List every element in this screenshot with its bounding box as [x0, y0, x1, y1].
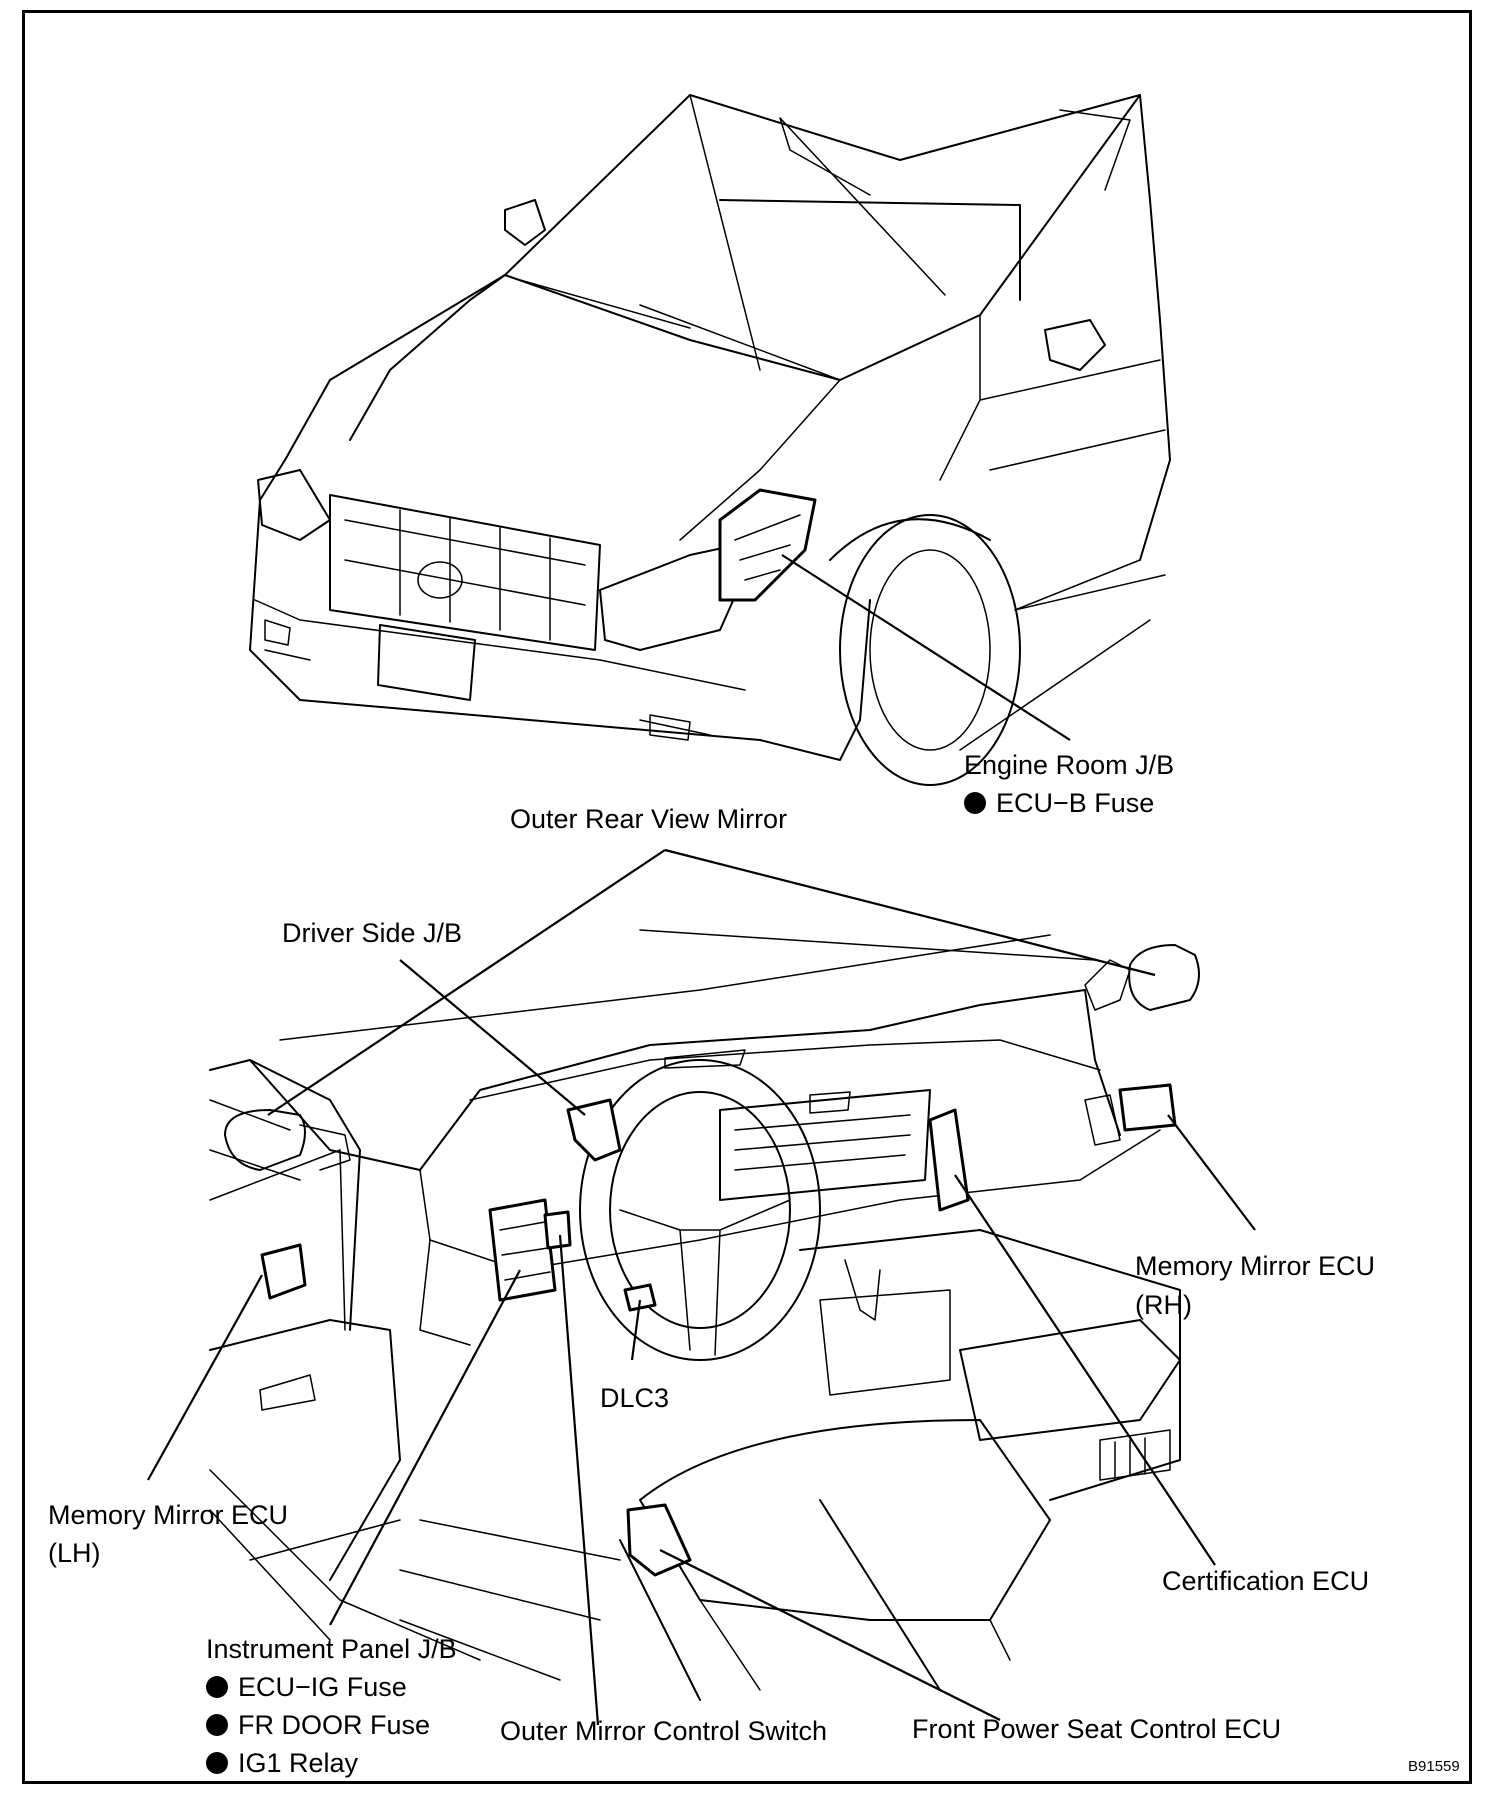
bullet-icon: [964, 792, 986, 814]
memory-mirror-ecu-lh-component: [260, 1243, 307, 1300]
leader-lines: [147, 554, 1256, 1726]
leader-engine-room-jb: [781, 554, 1071, 741]
label-driver-side-jb: Driver Side J/B: [282, 918, 463, 948]
label-memory-mirror-ecu-lh-side: (LH): [48, 1538, 101, 1568]
leader-dlc3: [630, 1299, 642, 1361]
leader-outer-mirror-switch: [558, 1234, 600, 1726]
label-certification-ecu: Certification ECU: [1162, 1566, 1370, 1596]
bullet-icon: [206, 1676, 228, 1698]
leader-driver-side-jb: [399, 959, 586, 1116]
leader-instrument-panel-jb: [329, 1269, 521, 1626]
label-memory-mirror-ecu-rh-side: (RH): [1135, 1290, 1192, 1320]
leader-memory-mirror-rh: [1167, 1114, 1256, 1231]
label-ecu-b-fuse: ECU−B Fuse: [996, 788, 1155, 818]
label-fr-door-fuse-row: FR DOOR Fuse: [206, 1712, 430, 1739]
label-engine-room-jb: Engine Room J/B: [964, 750, 1175, 780]
leader-front-power-seat-ecu: [659, 1549, 1001, 1721]
label-dlc3: DLC3: [600, 1383, 670, 1413]
label-fr-door-fuse: FR DOOR Fuse: [238, 1710, 431, 1740]
engine-room-jb-component: [718, 488, 817, 602]
leader-certification-ecu: [954, 1174, 1216, 1566]
label-front-power-seat-control-ecu: Front Power Seat Control ECU: [912, 1714, 1282, 1744]
certification-ecu-component: [928, 1108, 970, 1212]
label-ecu-ig-fuse-row: ECU−IG Fuse: [206, 1674, 407, 1701]
figure-code: B91559: [1408, 1758, 1460, 1775]
dlc3-component: [623, 1283, 657, 1312]
outer-mirror-control-switch-component: [543, 1210, 572, 1250]
driver-side-jb-component: [566, 1098, 622, 1162]
label-ecu-ig-fuse: ECU−IG Fuse: [238, 1672, 407, 1702]
figure-frame: [22, 10, 1472, 1784]
car-interior-drawing: [209, 929, 1200, 1701]
leader-memory-mirror-lh: [147, 1274, 263, 1481]
bullet-icon: [206, 1714, 228, 1736]
leader-mirror-right: [664, 848, 1156, 977]
label-instrument-panel-jb: Instrument Panel J/B: [206, 1634, 457, 1664]
car-exterior-drawing: [249, 94, 1171, 786]
front-power-seat-control-ecu-component: [626, 1503, 692, 1577]
label-ecu-b-fuse-row: ECU−B Fuse: [964, 790, 1154, 817]
instrument-panel-jb-component: [488, 1198, 557, 1302]
bullet-icon: [206, 1752, 228, 1774]
memory-mirror-ecu-rh-component: [1118, 1083, 1177, 1132]
label-ig1-relay: IG1 Relay: [238, 1748, 359, 1778]
label-outer-mirror-control-switch: Outer Mirror Control Switch: [500, 1716, 828, 1746]
label-memory-mirror-ecu-lh: Memory Mirror ECU: [48, 1500, 288, 1530]
label-memory-mirror-ecu-rh: Memory Mirror ECU: [1135, 1251, 1375, 1281]
leader-mirror-left: [267, 849, 666, 1116]
label-outer-rear-view-mirror: Outer Rear View Mirror: [510, 804, 788, 834]
label-ig1-relay-row: IG1 Relay: [206, 1750, 358, 1777]
